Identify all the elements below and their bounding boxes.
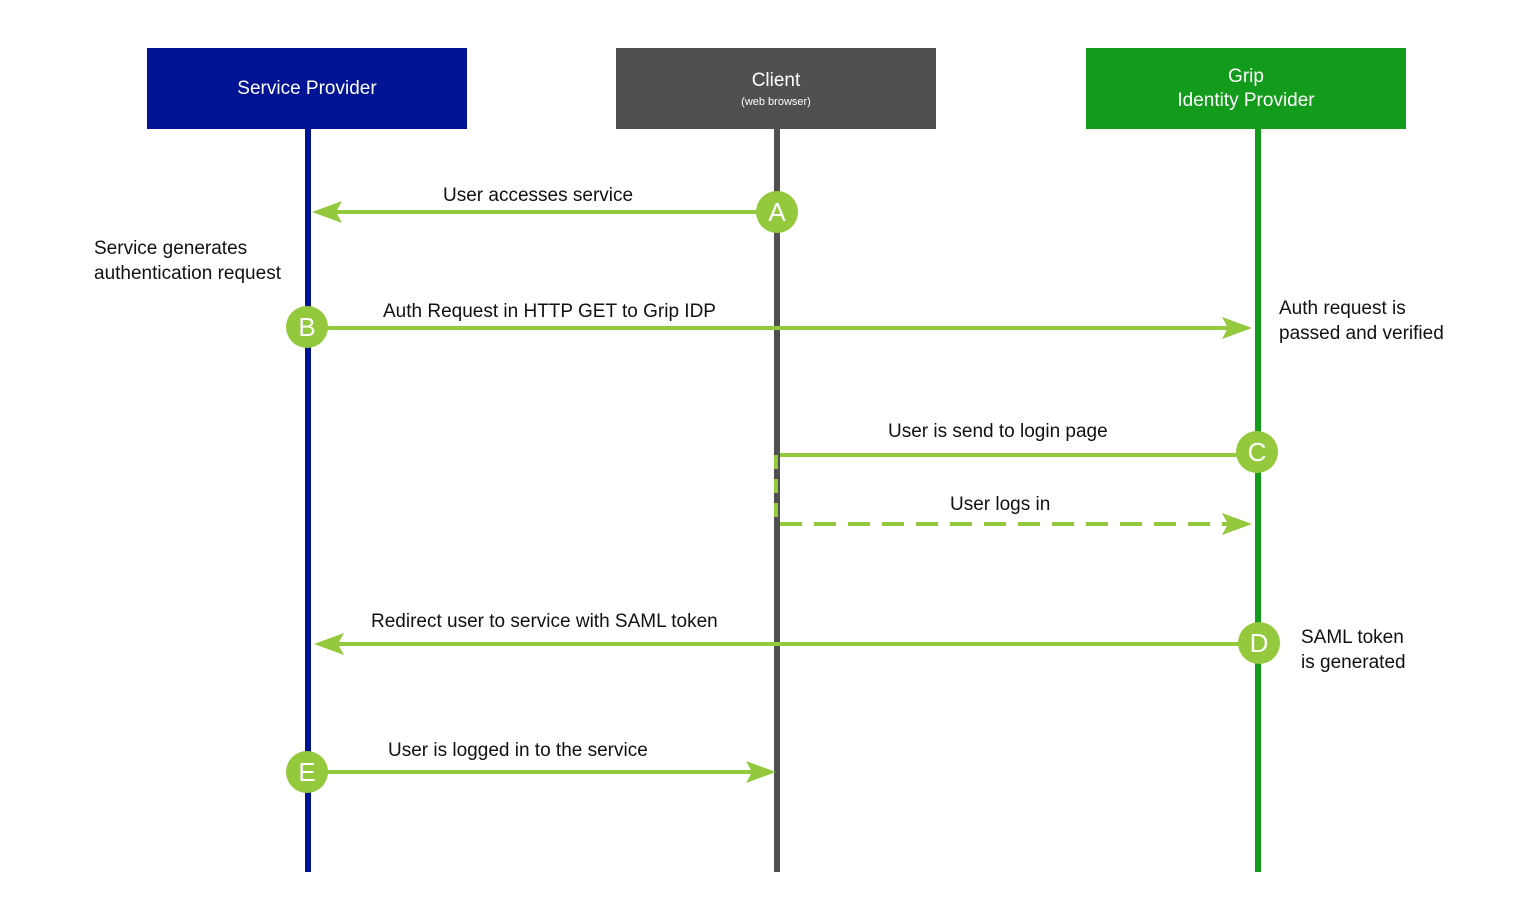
message-d-label: Redirect user to service with SAML token [371,611,718,632]
idp-label-line1: Grip [1228,65,1264,87]
step-badge-c: C [1236,431,1278,473]
message-c-label: User is send to login page [888,421,1108,442]
lifeline-client [774,129,780,872]
participant-service-provider: Service Provider [147,48,467,129]
arrowhead-e [746,761,776,783]
service-provider-label: Service Provider [237,77,377,99]
note-service-generates-line2: authentication request [94,263,281,284]
client-label: Client [751,69,801,91]
lifeline-service-provider [305,129,311,872]
note-auth-verified-line1: Auth request is [1279,298,1406,319]
note-saml-generated-line2: is generated [1301,652,1406,673]
note-saml-generated: SAML token is generated [1301,625,1406,675]
message-a-label: User accesses service [443,185,634,206]
note-saml-generated-line1: SAML token [1301,627,1404,648]
step-badge-b: B [286,306,328,348]
note-auth-verified: Auth request is passed and verified [1279,296,1444,346]
note-service-generates-line1: Service generates [94,238,248,259]
message-b-label: Auth Request in HTTP GET to Grip IDP [383,301,716,322]
client-sublabel: (web browser) [741,95,811,108]
arrowhead-d [314,633,344,655]
idp-label-line2: Identity Provider [1177,89,1315,111]
arrowhead-login [1222,513,1252,535]
note-auth-verified-line2: passed and verified [1279,323,1444,344]
arrowhead-b [1222,317,1252,339]
participant-client: Client (web browser) [616,48,936,129]
message-e-label: User is logged in to the service [388,740,648,761]
arrowhead-a [312,201,342,223]
lifeline-identity-provider [1255,129,1261,872]
message-login-label: User logs in [950,494,1051,515]
participant-identity-provider: Grip Identity Provider [1086,48,1406,129]
step-badge-d: D [1238,622,1280,664]
step-badge-e: E [286,751,328,793]
step-badge-a: A [756,191,798,233]
note-service-generates: Service generates authentication request [94,236,281,286]
